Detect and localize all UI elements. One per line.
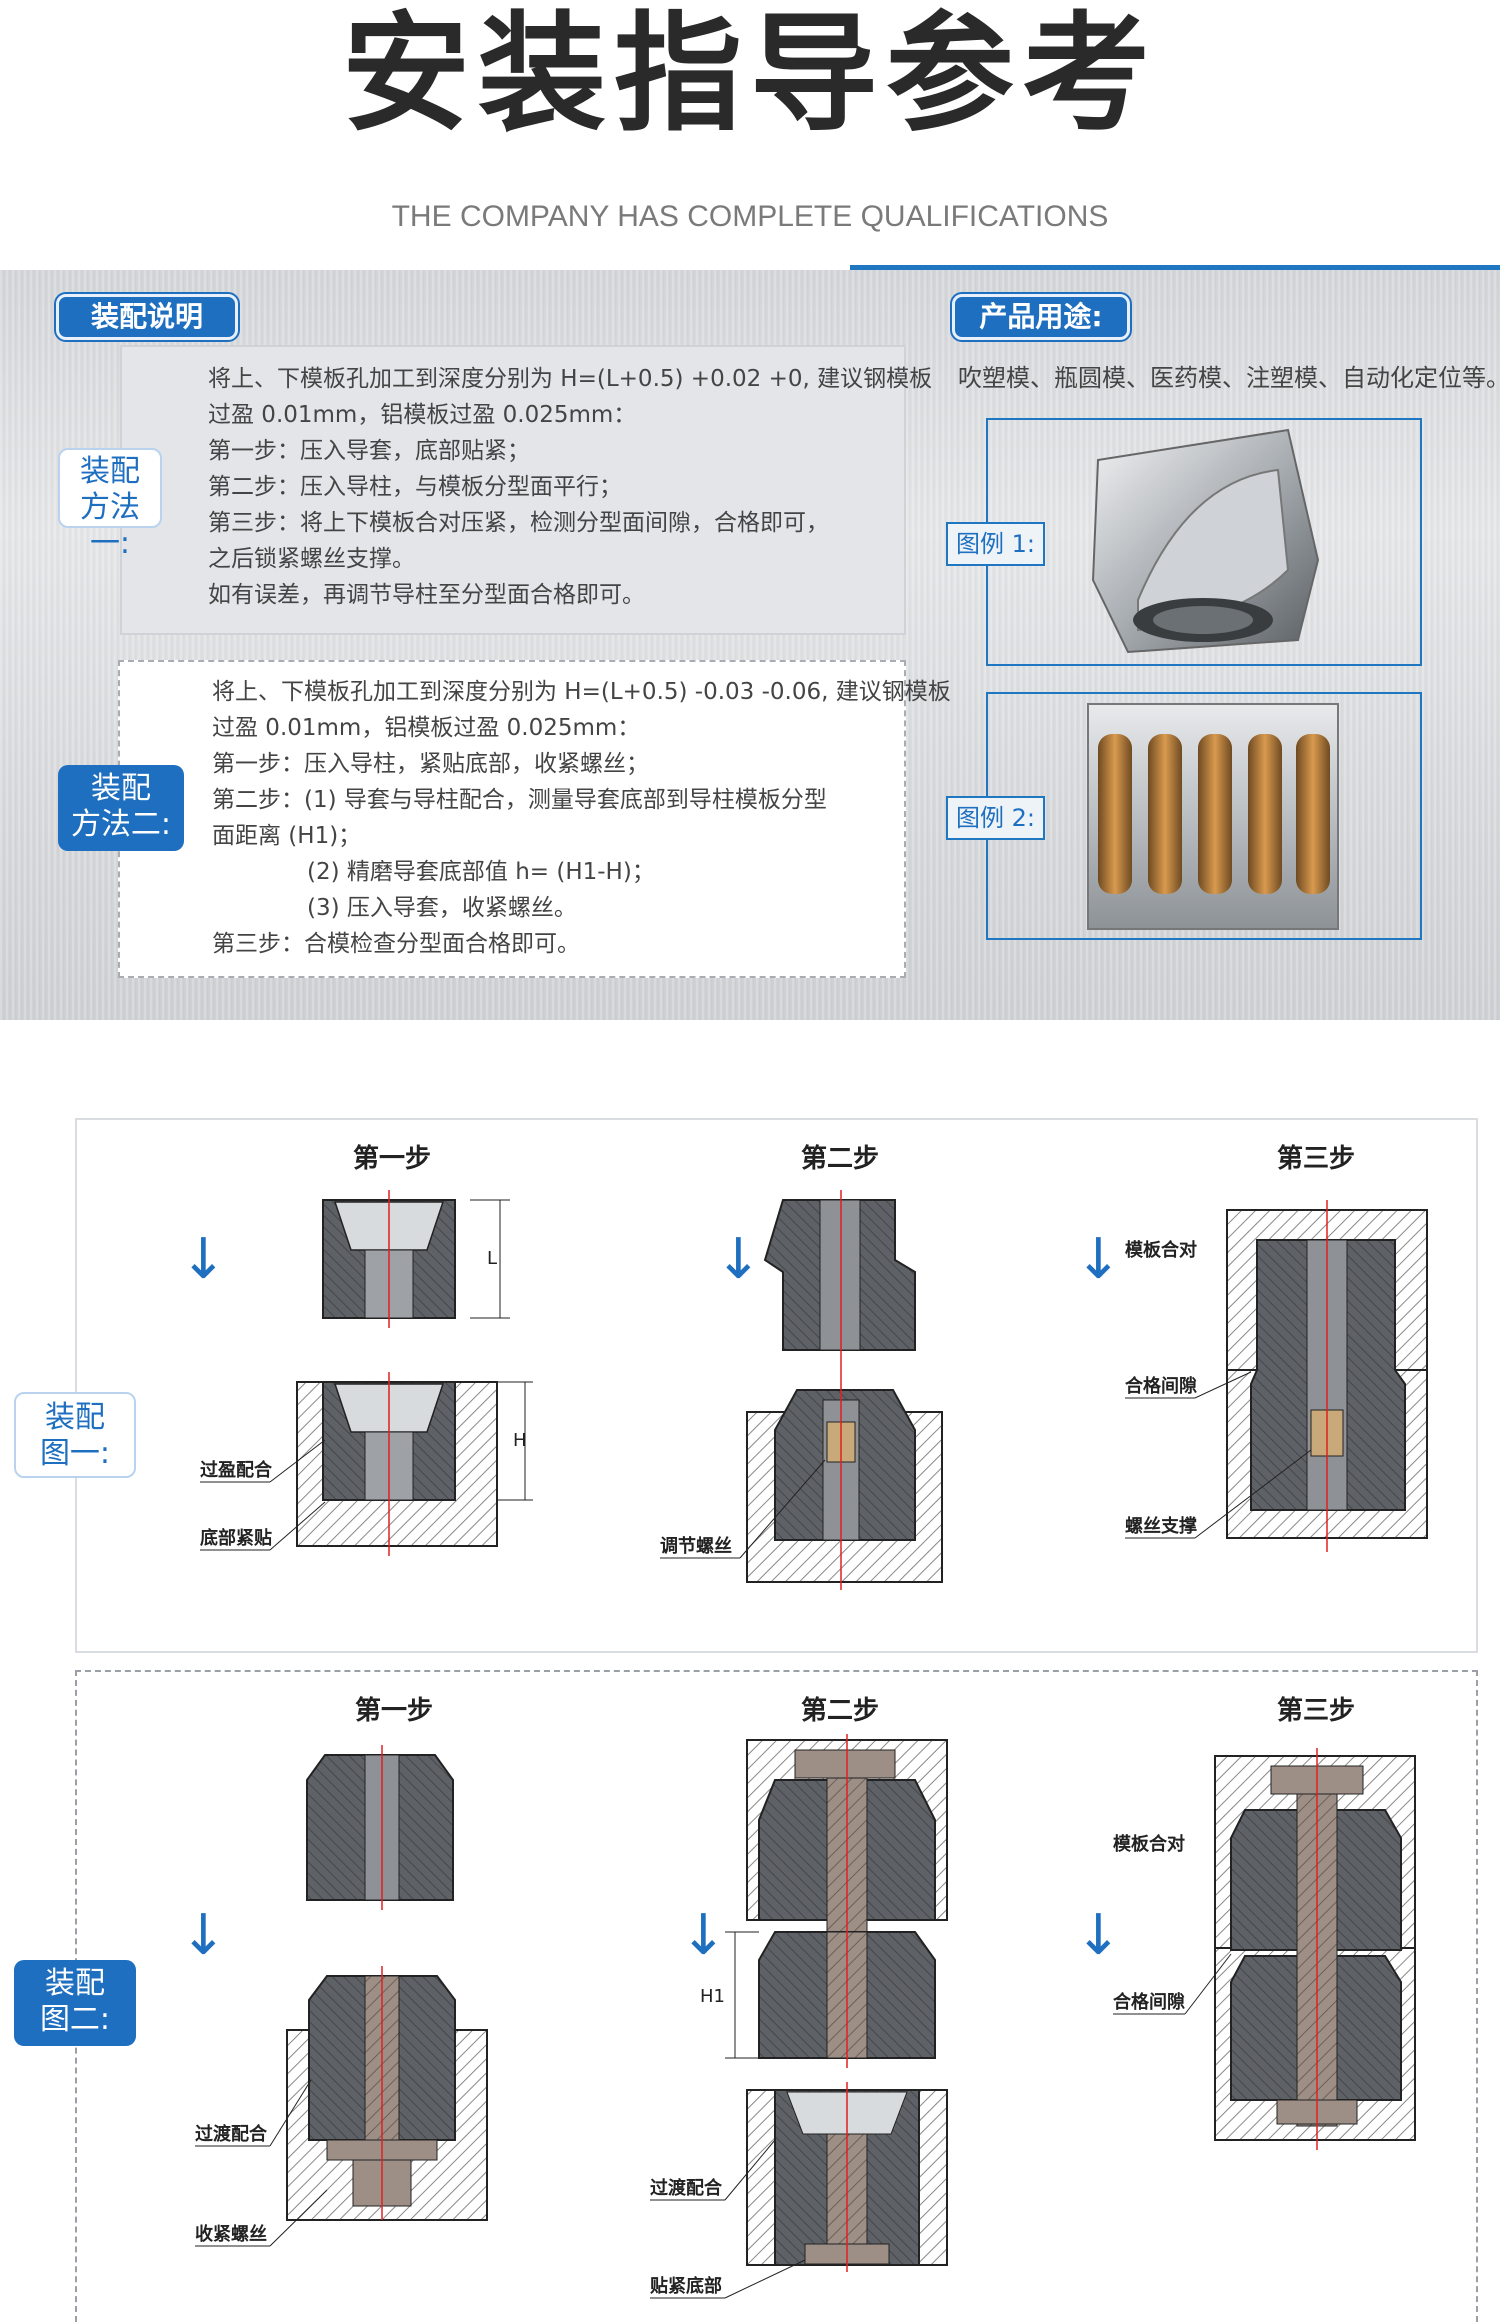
diagram2-step3: 第三步 <box>1276 1696 1355 1726</box>
diagram2-label-line1: 装配 <box>45 1966 105 2001</box>
page-title: 安装指导参考 <box>341 0 1158 149</box>
method1-line: 将上、下模板孔加工到深度分别为 H=(L+0.5) +0.02 +0, 建议钢模… <box>208 366 933 392</box>
figure2-label: 图例 2: <box>946 796 1045 840</box>
down-arrow-icon: ↓ <box>1075 1903 1122 1968</box>
method1-line: 过盈 0.01mm，铝模板过盈 0.025mm： <box>208 402 637 428</box>
method1-box: 将上、下模板孔加工到深度分别为 H=(L+0.5) +0.02 +0, 建议钢模… <box>120 345 933 635</box>
method1-line: 第一步：压入导套，底部贴紧； <box>208 438 530 464</box>
method2-box: 将上、下模板孔加工到深度分别为 H=(L+0.5) -0.03 -0.06, 建… <box>118 660 951 978</box>
diagram1-step2: 第二步 <box>800 1144 879 1174</box>
dim-h1-label: H1 <box>700 1986 725 2007</box>
method2-label: 装配 方法二: <box>58 765 184 851</box>
diagram2-drawing: ↓ 过渡配合 收紧螺丝 ↓ H1 过渡配合 贴紧底部 ↓ 模板合对 合格间隙 <box>180 1734 1416 2299</box>
plate-align-label-2: 模板合对 <box>1113 1833 1185 1855</box>
screw-support-label: 螺丝支撑 <box>1125 1515 1197 1537</box>
diagram1-label: 装配 图一: <box>14 1392 136 1478</box>
method1-line: 如有误差，再调节导柱至分型面合格即可。 <box>208 582 645 608</box>
figure1-frame <box>986 418 1422 666</box>
usage-text: 吹塑模、瓶圆模、医药模、注塑模、自动化定位等。 <box>958 364 1500 392</box>
method2-line: 将上、下模板孔加工到深度分别为 H=(L+0.5) -0.03 -0.06, 建… <box>212 679 951 705</box>
diagram1-step1: 第一步 <box>352 1144 431 1174</box>
figure2-frame <box>986 692 1422 940</box>
method1-line: 之后锁紧螺丝支撑。 <box>208 546 415 572</box>
assembly-diagram-1 <box>75 1118 1478 1653</box>
down-arrow-icon: ↓ <box>180 1903 227 1968</box>
diagram2-step2: 第二步 <box>800 1696 879 1726</box>
down-arrow-icon: ↓ <box>1075 1227 1122 1292</box>
mold-photo-2 <box>1087 703 1339 930</box>
method2-line: (2) 精磨导套底部值 h= (H1-H)； <box>307 859 655 885</box>
method2-label-line1: 装配 <box>91 771 151 806</box>
figure1-label: 图例 1: <box>946 522 1045 566</box>
page-subtitle: THE COMPANY HAS COMPLETE QUALIFICATIONS <box>391 200 1109 233</box>
bottom-tight-label: 底部紧贴 <box>200 1527 272 1549</box>
down-arrow-icon: ↓ <box>715 1227 762 1292</box>
usage-section-label: 产品用途: <box>952 294 1130 340</box>
diagram1-label-line1: 装配 <box>45 1400 105 1435</box>
diagram1-label-line2: 图一: <box>39 1436 111 1471</box>
diagram2-label-line2: 图二: <box>39 2002 111 2037</box>
method1-line: 第二步：压入导柱，与模板分型面平行； <box>208 474 622 500</box>
method2-line: 第二步：(1) 导套与导柱配合，测量导套底部到导柱模板分型 <box>212 787 827 813</box>
method2-line: 面距离 (H1)； <box>212 823 362 849</box>
transition-fit-b-label: 过渡配合 <box>650 2177 723 2199</box>
mold-photo-1 <box>1091 428 1320 654</box>
down-arrow-icon: ↓ <box>680 1903 727 1968</box>
accent-line <box>850 265 1500 270</box>
dim-h-label: H <box>513 1430 527 1451</box>
diagram2-label: 装配 图二: <box>14 1960 136 2046</box>
transition-fit-label: 过渡配合 <box>195 2123 268 2145</box>
method1-label-line1: 装配 <box>80 454 140 489</box>
plate-align-label: 模板合对 <box>1125 1239 1197 1261</box>
method2-line: 第三步：合模检查分型面合格即可。 <box>212 931 580 957</box>
tighten-screw-label: 收紧螺丝 <box>195 2223 267 2245</box>
down-arrow-icon: ↓ <box>180 1227 227 1292</box>
method2-line: 过盈 0.01mm，铝模板过盈 0.025mm： <box>212 715 641 741</box>
fit-gap-label-2: 合格间隙 <box>1113 1991 1185 2013</box>
method2-line: 第一步：压入导柱，紧贴底部，收紧螺丝； <box>212 751 649 777</box>
diagram1-drawing: ↓ L H 过盈配合 底部紧贴 ↓ 调节螺丝 ↓ 模板合对 合格间隙 螺丝支撑 <box>180 1190 1428 1590</box>
assembly-section-label: 装配说明 <box>56 294 238 340</box>
diagram1-step3: 第三步 <box>1276 1144 1355 1174</box>
method1-line: 第三步：将上下模板合对压紧，检测分型面间隙，合格即可， <box>208 510 829 536</box>
interference-fit-label: 过盈配合 <box>200 1459 273 1481</box>
method1-label-line2: 方法一: <box>80 490 140 561</box>
bottom-tight-label-2: 贴紧底部 <box>650 2275 722 2297</box>
method2-line: (3) 压入导套，收紧螺丝。 <box>307 895 577 921</box>
diagram2-step1: 第一步 <box>354 1696 433 1726</box>
dim-l-label: L <box>487 1248 497 1269</box>
method1-label: 装配 方法一: <box>58 448 162 561</box>
fit-gap-label: 合格间隙 <box>1125 1375 1197 1397</box>
method2-label-line2: 方法二: <box>70 807 172 842</box>
adjust-screw-label: 调节螺丝 <box>660 1535 732 1557</box>
